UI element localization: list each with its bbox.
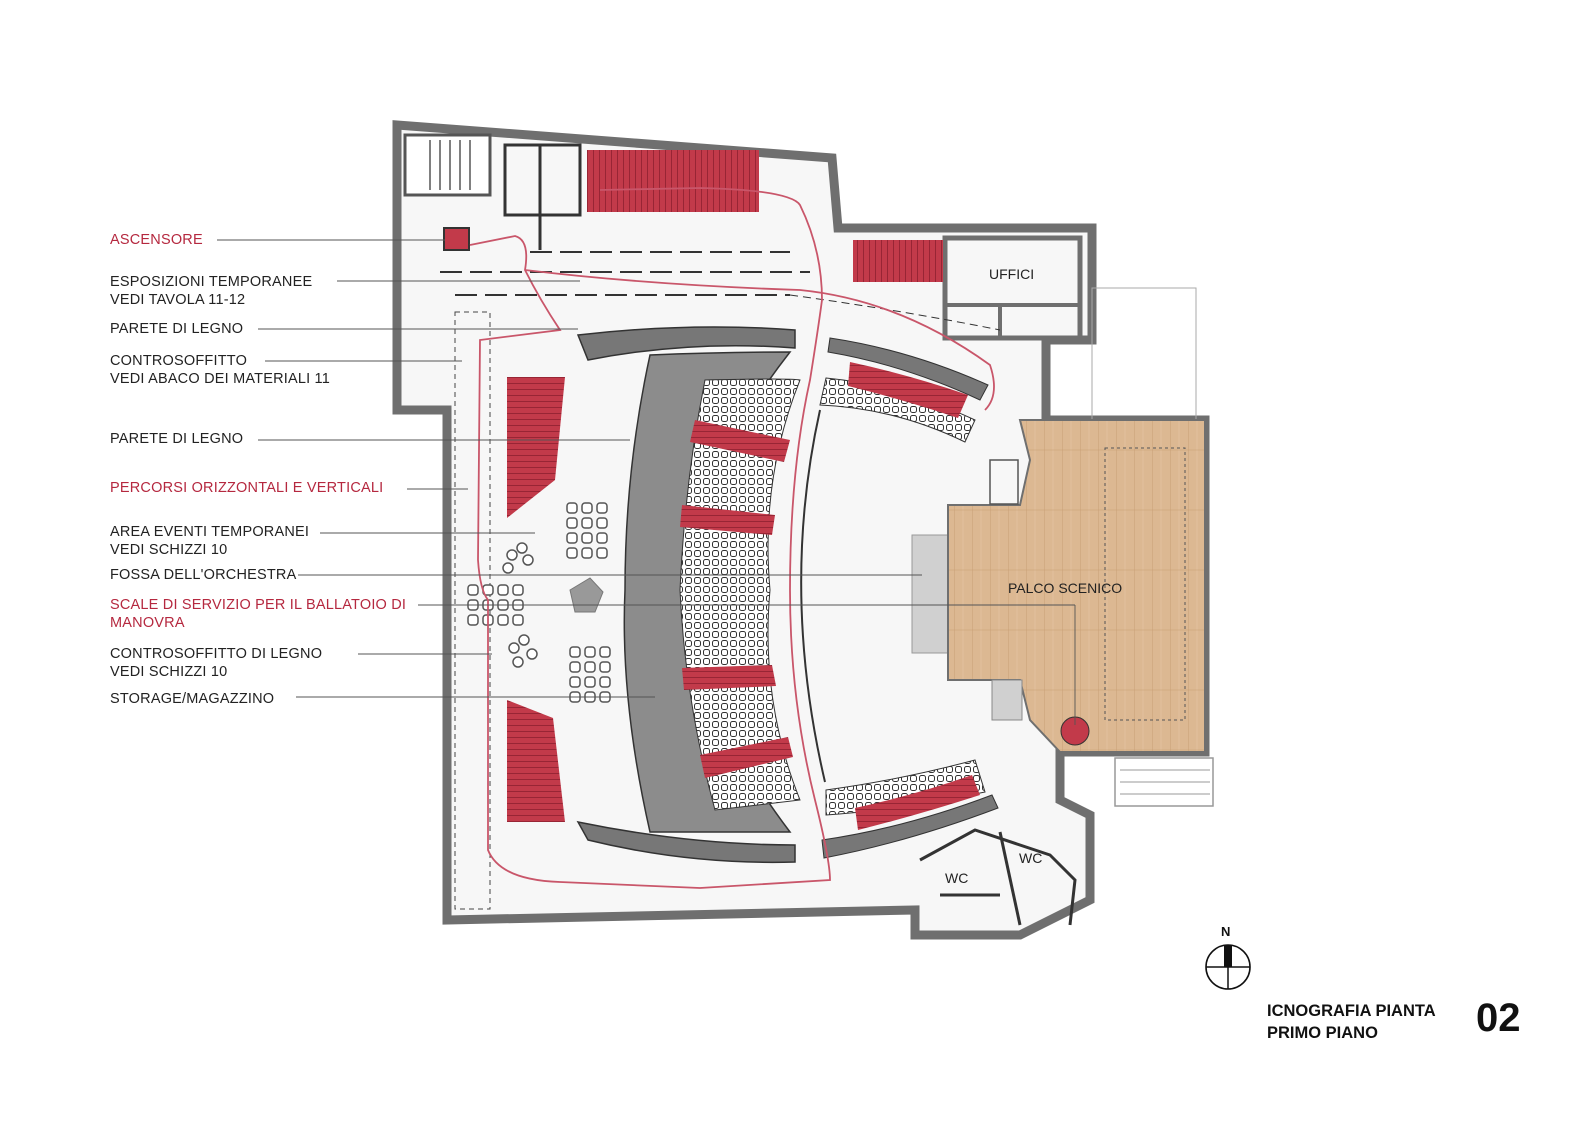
legend-item-wood-wall-2: PARETE DI LEGNO — [110, 431, 244, 447]
piano-icon — [569, 577, 604, 613]
route-line — [469, 187, 831, 889]
legend-item-orchestra-pit: FOSSA DELL'ORCHESTRA — [110, 567, 297, 583]
room-label-stage: PALCO SCENICO — [1008, 580, 1123, 596]
legend-item-elevator: ASCENSORE — [110, 232, 203, 248]
legend-item-wood-wall-1: PARETE DI LEGNO — [110, 321, 244, 337]
leader-lines — [217, 239, 1076, 725]
legend-item-false-ceiling: CONTROSOFFITTO VEDI ABACO DEI MATERIALI … — [110, 353, 331, 387]
room-label-offices: UFFICI — [989, 266, 1035, 282]
room-label-wc-1: WC — [945, 870, 969, 886]
room-label-wc-2: WC — [1019, 850, 1043, 866]
building-walls — [392, 120, 1214, 940]
legend-item-routes: PERCORSI ORIZZONTALI E VERTICALI — [110, 480, 384, 496]
auditorium — [576, 326, 999, 864]
legend-item-temporary-events: AREA EVENTI TEMPORANEI VEDI SCHIZZI 10 — [110, 524, 310, 558]
north-arrow-icon — [1205, 944, 1251, 990]
title-line-2: PRIMO PIANO — [1267, 1024, 1378, 1042]
north-label: N — [1221, 924, 1231, 939]
title-block: ICNOGRAFIA PIANTA PRIMO PIANO — [1267, 1000, 1436, 1044]
legend-item-wood-ceiling: CONTROSOFFITTO DI LEGNO VEDI SCHIZZI 10 — [110, 646, 323, 680]
legend-item-service-stairs: SCALE DI SERVIZIO PER IL BALLATOIO DI MA… — [110, 597, 407, 631]
legend-item-storage: STORAGE/MAGAZZINO — [110, 691, 275, 707]
legend-item-temporary-exhibitions: ESPOSIZIONI TEMPORANEE VEDI TAVOLA 11-12 — [110, 274, 313, 308]
stage-area — [947, 419, 1206, 753]
sheet-number: 02 — [1476, 996, 1521, 1040]
highlight-blocks — [443, 150, 943, 822]
title-line-1: ICNOGRAFIA PIANTA — [1267, 1002, 1436, 1020]
